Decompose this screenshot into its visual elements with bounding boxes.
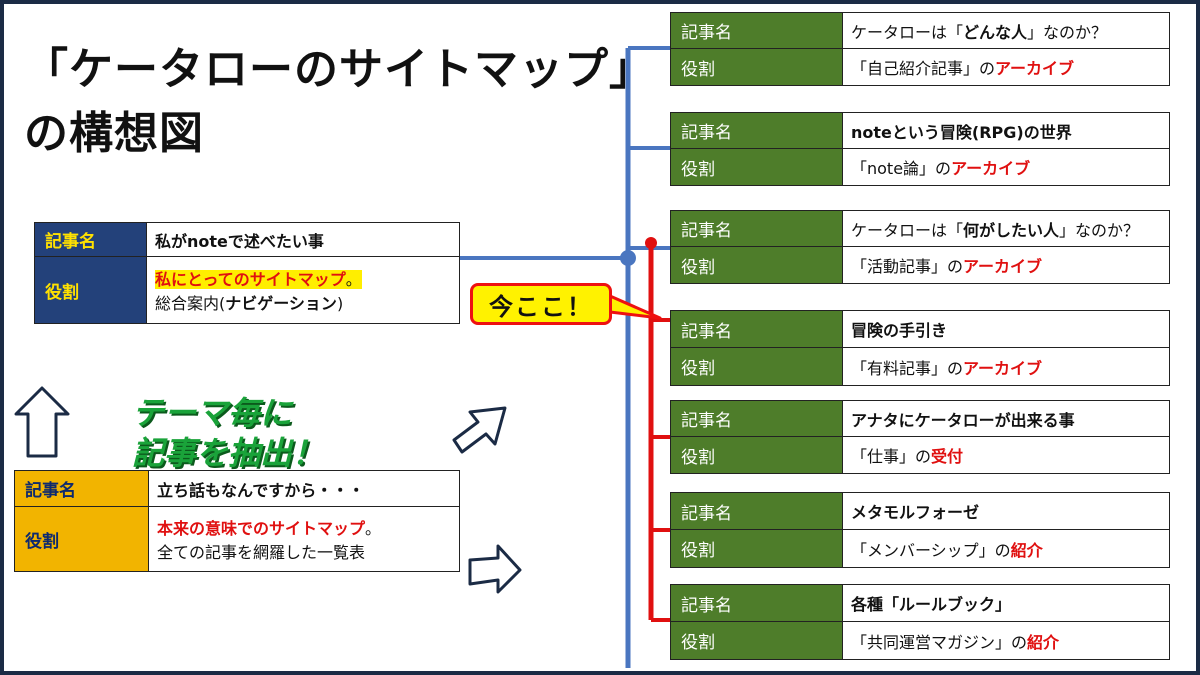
article-title: 冒険の手引き [851, 321, 948, 340]
role-label: 役割 [671, 530, 843, 567]
article-label: 記事名 [671, 113, 843, 148]
article-card: 記事名アナタにケータローが出来る事 役割「仕事」の受付 [670, 400, 1170, 474]
article-title: ケータローは「何がしたい人」なのか？ [851, 220, 1140, 240]
article-card: 記事名ケータローは「どんな人」なのか？ 役割「自己紹介記事」のアーカイブ [670, 12, 1170, 86]
article-card: 記事名ケータローは「何がしたい人」なのか？ 役割「活動記事」のアーカイブ [670, 210, 1170, 284]
main-card-role-highlight: 私にとってのサイトマップ [155, 270, 346, 289]
source-card-role-highlight: 本来の意味でのサイトマップ [157, 519, 366, 538]
role-label: 役割 [671, 348, 843, 385]
article-card: 記事名 noteという冒険(RPG)の世界 役割「note論」のアーカイブ [670, 112, 1170, 186]
article-title: 各種「ルールブック」 [851, 595, 1012, 614]
article-label: 記事名 [671, 585, 843, 621]
title-line-2: の構想図 [24, 108, 204, 159]
main-card: 記事名 私がnoteで述べたい事 役割 私にとってのサイトマップ。 総合案内(ナ… [34, 222, 460, 324]
slogan-line-2: 記事を抽出！ [132, 434, 325, 472]
slogan-line-1: テーマ毎に [132, 394, 293, 432]
article-label: 記事名 [671, 401, 843, 436]
main-card-article-label: 記事名 [35, 223, 147, 256]
article-role: 「共同運営マガジン」の紹介 [851, 632, 1060, 652]
article-label: 記事名 [671, 311, 843, 347]
blue-junction [620, 250, 636, 266]
article-role: 「note論」のアーカイブ [851, 159, 1031, 178]
source-card: 記事名 立ち話もなんですから・・・ 役割 本来の意味でのサイトマップ。 全ての記… [14, 470, 460, 572]
source-card-article-label: 記事名 [15, 471, 149, 506]
article-card: 記事名メタモルフォーゼ 役割「メンバーシップ」の紹介 [670, 492, 1170, 568]
article-role: 「自己紹介記事」のアーカイブ [851, 59, 1075, 78]
article-label: 記事名 [671, 493, 843, 529]
current-position-callout: 今ここ！ [470, 283, 612, 325]
downright-arrow [468, 544, 522, 594]
role-label: 役割 [671, 247, 843, 283]
article-role: 「有料記事」のアーカイブ [851, 358, 1043, 378]
source-card-role: 本来の意味でのサイトマップ。 全ての記事を網羅した一覧表 [157, 519, 382, 562]
article-role: 「仕事」の受付 [851, 447, 964, 466]
source-card-role-label: 役割 [15, 507, 149, 571]
role-label: 役割 [671, 437, 843, 473]
article-role: 「活動記事」のアーカイブ [851, 257, 1043, 276]
role-label: 役割 [671, 622, 843, 659]
article-role: 「メンバーシップ」の紹介 [851, 540, 1043, 560]
article-title: アナタにケータローが出来る事 [851, 410, 1075, 430]
article-card: 記事名各種「ルールブック」 役割「共同運営マガジン」の紹介 [670, 584, 1170, 660]
article-card: 記事名冒険の手引き 役割「有料記事」のアーカイブ [670, 310, 1170, 386]
role-label: 役割 [671, 149, 843, 185]
role-label: 役割 [671, 49, 843, 85]
article-title: メタモルフォーゼ [851, 503, 980, 522]
title-line-1: 「ケータローのサイトマップ」 [24, 44, 654, 95]
article-label: 記事名 [671, 211, 843, 246]
main-card-role: 私にとってのサイトマップ。 総合案内(ナビゲーション) [155, 270, 362, 313]
upright-arrow [452, 406, 507, 454]
article-title: ケータローは「どんな人」なのか？ [851, 22, 1108, 42]
red-junction [645, 237, 657, 249]
up-arrow [14, 386, 70, 458]
article-title: noteという冒険(RPG)の世界 [851, 122, 1072, 142]
main-card-role-label: 役割 [35, 257, 147, 323]
article-label: 記事名 [671, 13, 843, 48]
main-card-article: 私がnoteで述べたい事 [155, 231, 324, 251]
source-card-article: 立ち話もなんですから・・・ [157, 480, 365, 500]
